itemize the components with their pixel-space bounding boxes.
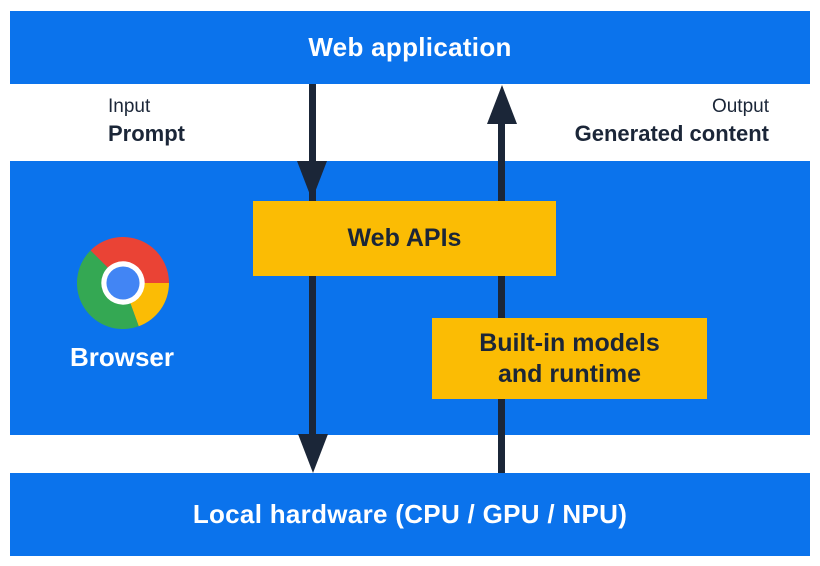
builtin-models-box: Built-in models and runtime bbox=[432, 318, 707, 399]
web-apis-box: Web APIs bbox=[253, 201, 556, 276]
down-arrow-icon bbox=[297, 161, 327, 200]
down-arrow-icon bbox=[298, 434, 328, 473]
web-application-label: Web application bbox=[308, 32, 512, 62]
local-hardware-bar: Local hardware (CPU / GPU / NPU) bbox=[10, 473, 810, 556]
up-arrow-icon bbox=[487, 85, 517, 124]
chrome-browser-icon bbox=[77, 237, 169, 329]
input-label-block: Input Prompt bbox=[108, 94, 185, 148]
builtin-models-label-line2: and runtime bbox=[497, 359, 642, 388]
output-label-block: Output Generated content bbox=[575, 94, 769, 148]
web-application-bar: Web application bbox=[10, 11, 810, 84]
builtin-models-label-line1: Built-in models bbox=[479, 328, 660, 357]
output-label: Output bbox=[711, 96, 769, 117]
input-label: Input bbox=[108, 96, 151, 117]
local-hardware-label: Local hardware (CPU / GPU / NPU) bbox=[192, 499, 628, 529]
input-value-prompt: Prompt bbox=[108, 121, 185, 146]
web-apis-label: Web APIs bbox=[347, 224, 462, 252]
output-value-generated-content: Generated content bbox=[574, 121, 769, 146]
up-arrow-line bbox=[498, 124, 505, 473]
browser-label: Browser bbox=[69, 342, 175, 372]
